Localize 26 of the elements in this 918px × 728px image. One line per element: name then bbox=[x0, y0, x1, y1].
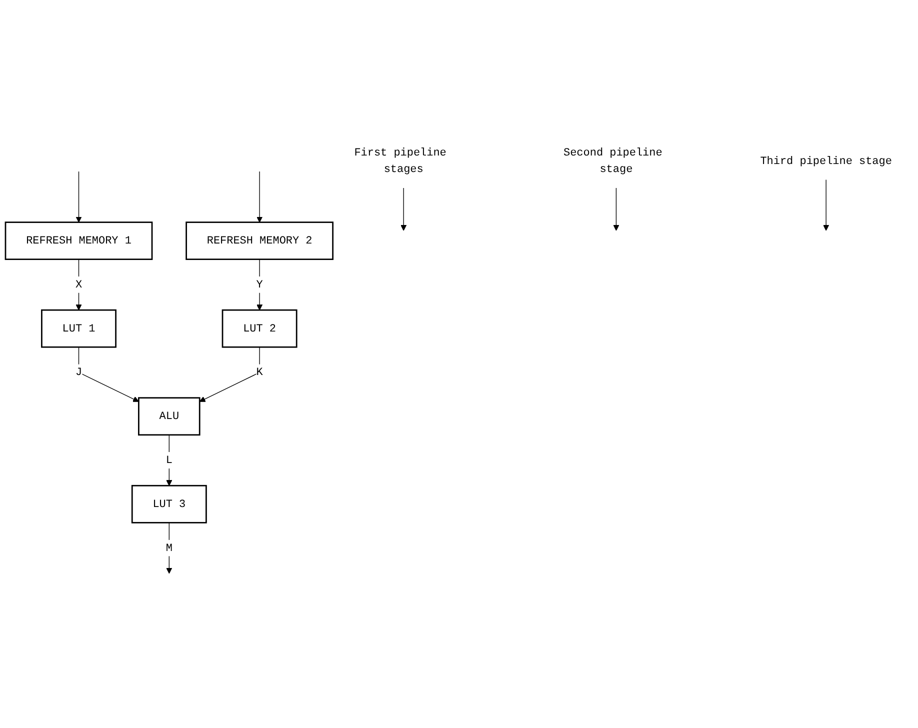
arrow bbox=[256, 170, 263, 222]
arrow bbox=[76, 170, 82, 222]
arrow bbox=[613, 187, 620, 231]
arrow bbox=[400, 187, 407, 231]
node-box: LUT 1 bbox=[41, 309, 116, 348]
node-box: LUT 3 bbox=[131, 484, 207, 524]
node-box: REFRESH MEMORY 2 bbox=[186, 221, 334, 260]
arrow bbox=[166, 522, 172, 574]
arrow bbox=[78, 346, 139, 402]
node-text: Third pipeline stage bbox=[760, 154, 892, 168]
node-box: LUT 2 bbox=[222, 309, 298, 348]
node-box: REFRESH MEMORY 1 bbox=[4, 221, 153, 260]
node-text: Second pipeline stage bbox=[564, 146, 662, 176]
edge-label: K bbox=[256, 366, 263, 378]
arrow bbox=[823, 179, 830, 231]
arrow bbox=[76, 258, 82, 310]
edge-label: M bbox=[166, 542, 172, 554]
edge-label: L bbox=[166, 454, 172, 466]
edge-label: J bbox=[75, 366, 82, 378]
node-box: ALU bbox=[138, 396, 200, 436]
edge-label: X bbox=[75, 278, 82, 291]
edge-label: Y bbox=[256, 278, 263, 291]
arrow bbox=[199, 346, 260, 402]
arrow bbox=[166, 434, 172, 486]
arrow bbox=[256, 258, 263, 310]
node-text: First pipeline stages bbox=[354, 146, 446, 176]
